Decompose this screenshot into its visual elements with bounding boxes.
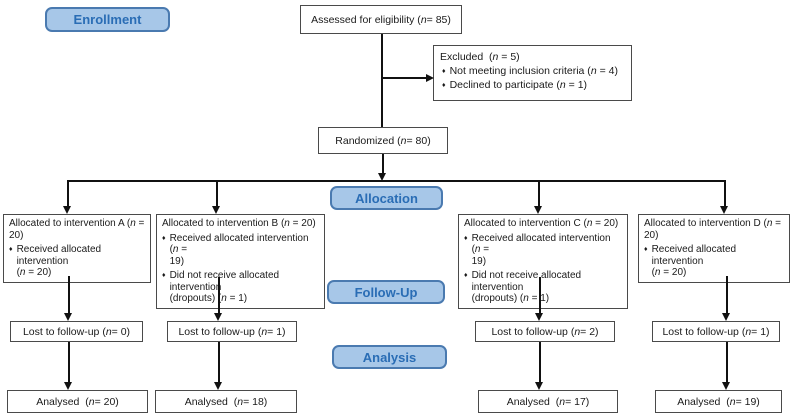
allocation-title-arm-c: Allocated to intervention C (n = 20) [464, 218, 619, 229]
allocation-title-arm-b: Allocated to intervention B (n = 20) [162, 218, 316, 229]
connector-lost-to-analysed-arm-c [539, 342, 541, 382]
stage-label-enrollment: Enrollment [45, 7, 170, 32]
bullet-diamond-icon: ♦ [644, 246, 648, 253]
allocation-bullet-text: Received allocated intervention (n =19) [471, 232, 611, 267]
connector-alloc-to-lost-arm-a [68, 276, 70, 313]
excluded-bullet-1-text: Not meeting inclusion criteria (n = 4) [449, 65, 618, 77]
allocation-bullet: ♦ Received allocated intervention (n =19… [464, 233, 622, 268]
excluded-box: Excluded (n = 5) ♦ Not meeting inclusion… [433, 45, 632, 101]
arrowhead-down-icon [64, 382, 72, 390]
arrowhead-down-icon [722, 382, 730, 390]
arrowhead-down-icon [64, 313, 72, 321]
allocation-box-arm-c: Allocated to intervention C (n = 20) ♦ R… [458, 214, 628, 309]
connector-lost-to-analysed-arm-b [218, 342, 220, 382]
connector-branch-to-arm-c [538, 181, 540, 206]
allocation-title-arm-a: Allocated to intervention A (n = 20) [9, 218, 145, 241]
arrowhead-down-icon [214, 382, 222, 390]
analysed-box-arm-b: Analysed (n = 18) [155, 390, 297, 413]
connector-branch-to-arm-a [67, 181, 69, 206]
allocation-bullet-text: Did not receive allocated intervention(d… [169, 270, 280, 304]
allocation-box-arm-a: Allocated to intervention A (n = 20) ♦ R… [3, 214, 151, 283]
arrowhead-down-icon [214, 313, 222, 321]
connector-lost-to-analysed-arm-a [68, 342, 70, 382]
connector-alloc-to-lost-arm-c [539, 277, 541, 313]
lost-to-follow-up-box-arm-a: Lost to follow-up (n = 0) [10, 321, 143, 342]
arrowhead-down-icon [534, 206, 542, 214]
connector-lost-to-analysed-arm-d [726, 342, 728, 382]
analysed-box-arm-a: Analysed (n = 20) [7, 390, 148, 413]
bullet-diamond-icon: ♦ [442, 68, 446, 75]
bullet-diamond-icon: ♦ [162, 234, 166, 242]
excluded-bullet-1: ♦ Not meeting inclusion criteria (n = 4) [440, 65, 625, 78]
connector-assessed-to-randomized [381, 34, 383, 127]
bullet-diamond-icon: ♦ [464, 234, 468, 242]
arrowhead-down-icon [378, 173, 386, 181]
excluded-bullet-2: ♦ Declined to participate (n = 1) [440, 79, 625, 92]
allocation-bullet-text: Received allocated intervention (n =19) [169, 232, 309, 267]
allocation-bullet: ♦ Received allocated intervention(n = 20… [9, 244, 145, 279]
connector-alloc-to-lost-arm-d [726, 276, 728, 313]
connector-randomized-to-branch [382, 154, 384, 173]
allocation-bullet-text: Received allocated intervention(n = 20) [16, 244, 102, 278]
arrowhead-down-icon [63, 206, 71, 214]
allocation-bullet-text: Received allocated intervention(n = 20) [651, 244, 737, 278]
bullet-diamond-icon: ♦ [9, 246, 13, 253]
bullet-diamond-icon: ♦ [162, 272, 166, 279]
connector-to-excluded [381, 77, 426, 79]
bullet-diamond-icon: ♦ [464, 272, 468, 279]
arrowhead-right-icon [426, 74, 434, 82]
stage-label-follow-up: Follow-Up [327, 280, 445, 304]
randomized-box: Randomized (n = 80) [318, 127, 448, 154]
allocation-box-arm-d: Allocated to intervention D (n = 20) ♦ R… [638, 214, 790, 283]
allocation-bullet-text: Did not receive allocated intervention(d… [471, 270, 582, 304]
lost-to-follow-up-box-arm-d: Lost to follow-up (n = 1) [652, 321, 780, 342]
analysed-box-arm-c: Analysed (n = 17) [478, 390, 618, 413]
allocation-bullet: ♦ Did not receive allocated intervention… [464, 270, 622, 305]
lost-to-follow-up-box-arm-c: Lost to follow-up (n = 2) [475, 321, 615, 342]
arrowhead-down-icon [535, 382, 543, 390]
arrowhead-down-icon [720, 206, 728, 214]
analysed-box-arm-d: Analysed (n = 19) [655, 390, 782, 413]
connector-alloc-to-lost-arm-b [218, 277, 220, 313]
bullet-diamond-icon: ♦ [442, 82, 446, 89]
connector-branch-to-arm-b [216, 181, 218, 206]
arrowhead-down-icon [212, 206, 220, 214]
allocation-bullet: ♦ Received allocated intervention(n = 20… [644, 244, 784, 279]
allocation-bullet: ♦ Did not receive allocated intervention… [162, 270, 319, 305]
lost-to-follow-up-box-arm-b: Lost to follow-up (n = 1) [167, 321, 297, 342]
arrowhead-down-icon [535, 313, 543, 321]
stage-label-allocation: Allocation [330, 186, 443, 210]
allocation-title-arm-d: Allocated to intervention D (n = 20) [644, 218, 782, 241]
arrowhead-down-icon [722, 313, 730, 321]
assessed-for-eligibility-box: Assessed for eligibility (n = 85) [300, 5, 462, 34]
stage-label-analysis: Analysis [332, 345, 447, 369]
allocation-bullet: ♦ Received allocated intervention (n =19… [162, 233, 319, 268]
allocation-box-arm-b: Allocated to intervention B (n = 20) ♦ R… [156, 214, 325, 309]
excluded-bullet-2-text: Declined to participate (n = 1) [449, 79, 588, 91]
excluded-title: Excluded (n = 5) [440, 51, 520, 63]
connector-branch-to-arm-d [724, 181, 726, 206]
branch-line [67, 180, 726, 182]
